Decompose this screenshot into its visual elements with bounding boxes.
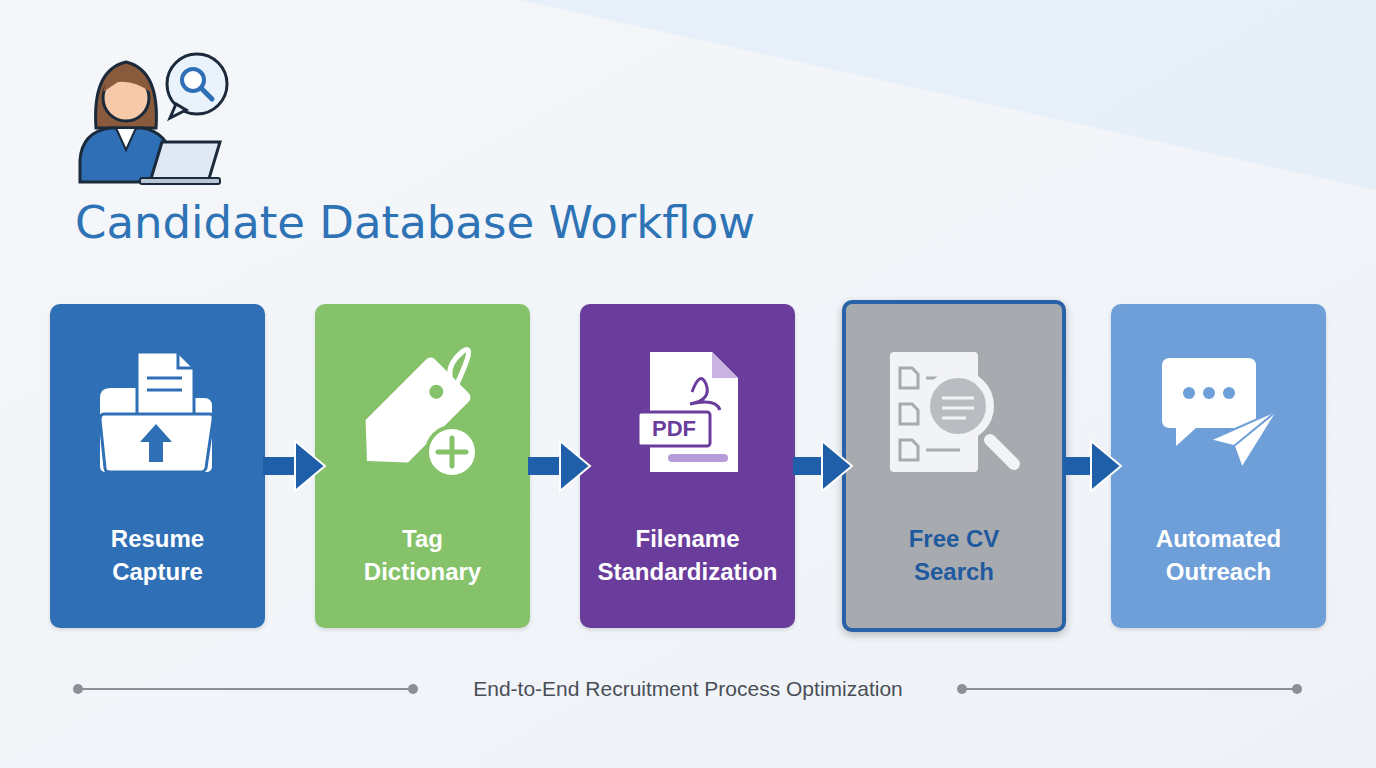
icon-label: PDF: [638, 412, 710, 446]
diagram-caption: End-to-End Recruitment Process Optimizat…: [418, 676, 958, 702]
process-box: Tag Dictionary: [315, 304, 530, 628]
process-box: Resume Capture: [50, 304, 265, 628]
step-label: Free CV Search: [879, 522, 1029, 588]
step-label: Automated Outreach: [1124, 522, 1314, 588]
flow-arrow: [793, 457, 836, 475]
step-label: Filename Standardization: [583, 522, 793, 588]
diagram-title: Candidate Database Workflow: [75, 198, 755, 248]
process-box: Free CV Search: [842, 300, 1066, 632]
step-label: Tag Dictionary: [348, 522, 498, 588]
flow-arrow: [1064, 457, 1105, 475]
flow-arrow: [528, 457, 574, 475]
process-box: Automated Outreach: [1111, 304, 1326, 628]
step-label: Resume Capture: [83, 522, 233, 588]
background-band: [520, 0, 1376, 190]
flow-arrow: [263, 457, 309, 475]
recruiter-icon: [80, 54, 227, 184]
process-box: Filename Standardization: [580, 304, 795, 628]
